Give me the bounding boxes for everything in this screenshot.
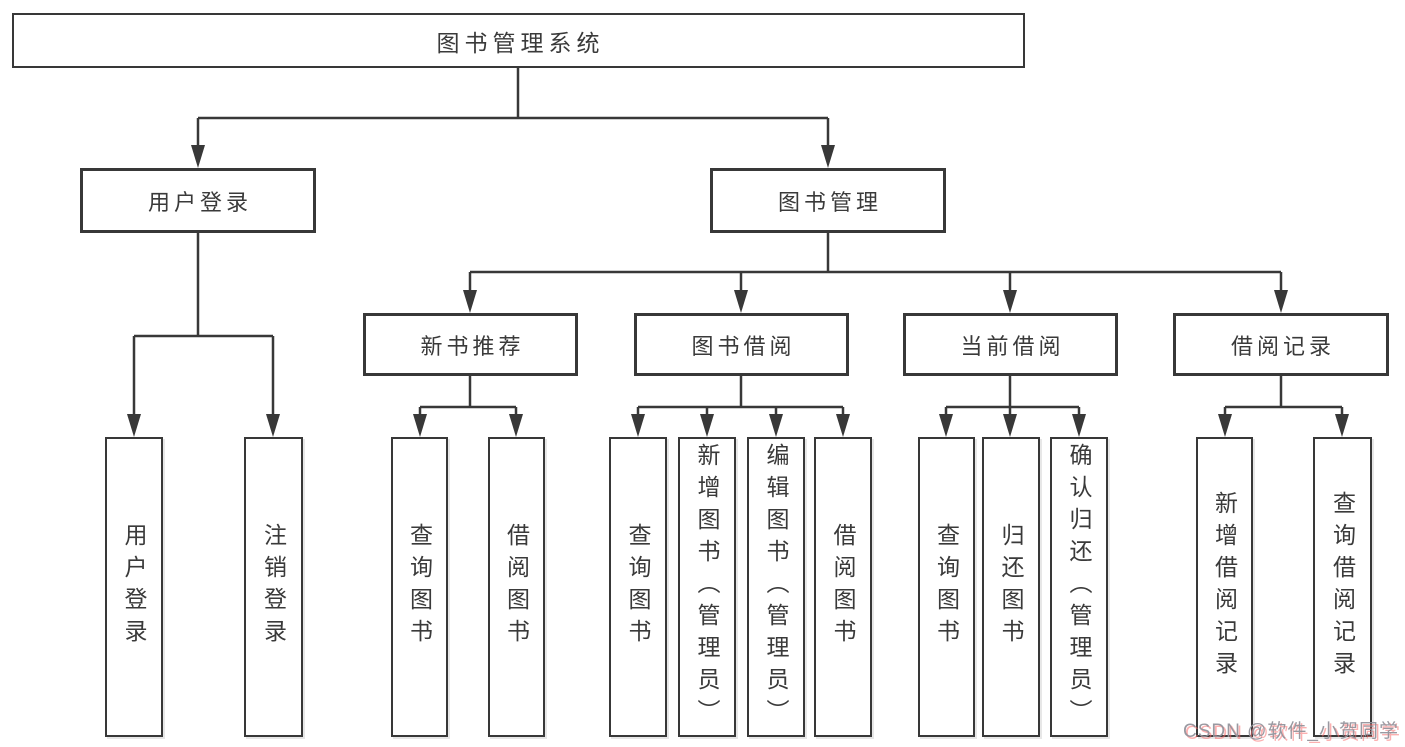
node-label: 确认归还（管理员） — [1066, 443, 1092, 731]
node-label: 查询图书 — [625, 523, 651, 651]
node-label: 图书管理系统 — [436, 29, 605, 56]
arrowhead-icon — [127, 414, 141, 437]
arrowhead-icon — [413, 414, 427, 437]
node-label: 用户登录 — [121, 523, 147, 651]
node-label: 借阅记录 — [1230, 333, 1335, 359]
node-label: 图书管理 — [777, 189, 882, 215]
arrowhead-icon — [1274, 290, 1288, 313]
node-label: 归还图书 — [998, 523, 1024, 651]
leaf-edit-book-admin: 编辑图书（管理员） — [747, 437, 805, 737]
node-library-management-system: 图书管理系统 — [12, 13, 1025, 68]
node-label: 新增借阅记录 — [1211, 491, 1238, 683]
leaf-user-login: 用户登录 — [105, 437, 163, 737]
arrowhead-icon — [191, 145, 205, 168]
leaf-borrow-books-borrowing: 借阅图书 — [814, 437, 872, 737]
leaf-add-borrow-record: 新增借阅记录 — [1196, 437, 1253, 737]
node-label: 注销登录 — [260, 523, 287, 651]
node-borrowing-records: 借阅记录 — [1173, 313, 1389, 376]
arrowhead-icon — [1072, 414, 1086, 437]
arrowhead-icon — [266, 414, 280, 437]
leaf-query-books-current: 查询图书 — [918, 437, 975, 737]
arrowhead-icon — [700, 414, 714, 437]
node-label: 查询图书 — [406, 523, 433, 651]
arrowhead-icon — [836, 414, 850, 437]
node-label: 查询借阅记录 — [1329, 491, 1356, 683]
node-label: 图书借阅 — [691, 333, 796, 359]
node-label: 借阅图书 — [830, 523, 856, 651]
node-current-borrowing: 当前借阅 — [903, 313, 1118, 376]
node-label: 新增图书（管理员） — [694, 443, 720, 731]
arrowheads — [127, 145, 1349, 437]
arrowhead-icon — [1003, 414, 1017, 437]
arrowhead-icon — [1218, 414, 1232, 437]
node-label: 编辑图书（管理员） — [763, 443, 789, 731]
arrowhead-icon — [463, 290, 477, 313]
leaf-query-books-recommend: 查询图书 — [391, 437, 448, 737]
arrowhead-icon — [769, 414, 783, 437]
leaf-query-books-borrowing: 查询图书 — [609, 437, 667, 737]
node-book-management: 图书管理 — [710, 168, 946, 233]
arrowhead-icon — [939, 414, 953, 437]
node-label: 当前借阅 — [960, 333, 1065, 359]
leaf-query-borrow-record: 查询借阅记录 — [1313, 437, 1372, 737]
arrowhead-icon — [1335, 414, 1349, 437]
node-label: 查询图书 — [933, 523, 960, 651]
node-book-borrowing: 图书借阅 — [634, 313, 849, 376]
arrowhead-icon — [734, 290, 748, 313]
leaf-add-book-admin: 新增图书（管理员） — [678, 437, 736, 737]
leaf-confirm-return-admin: 确认归还（管理员） — [1050, 437, 1108, 737]
arrowhead-icon — [631, 414, 645, 437]
arrowhead-icon — [821, 145, 835, 168]
leaf-borrow-books-recommend: 借阅图书 — [488, 437, 545, 737]
node-label: 借阅图书 — [503, 523, 530, 651]
csdn-watermark: CSDN @软件_小贺同学 — [1183, 721, 1399, 742]
arrowhead-icon — [509, 414, 523, 437]
node-label: 用户登录 — [147, 189, 252, 215]
node-new-book-recommendation: 新书推荐 — [363, 313, 578, 376]
arrowhead-icon — [1003, 290, 1017, 313]
node-label: 新书推荐 — [420, 333, 525, 359]
node-user-login: 用户登录 — [80, 168, 316, 233]
leaf-logout: 注销登录 — [244, 437, 303, 737]
leaf-return-book: 归还图书 — [982, 437, 1040, 737]
